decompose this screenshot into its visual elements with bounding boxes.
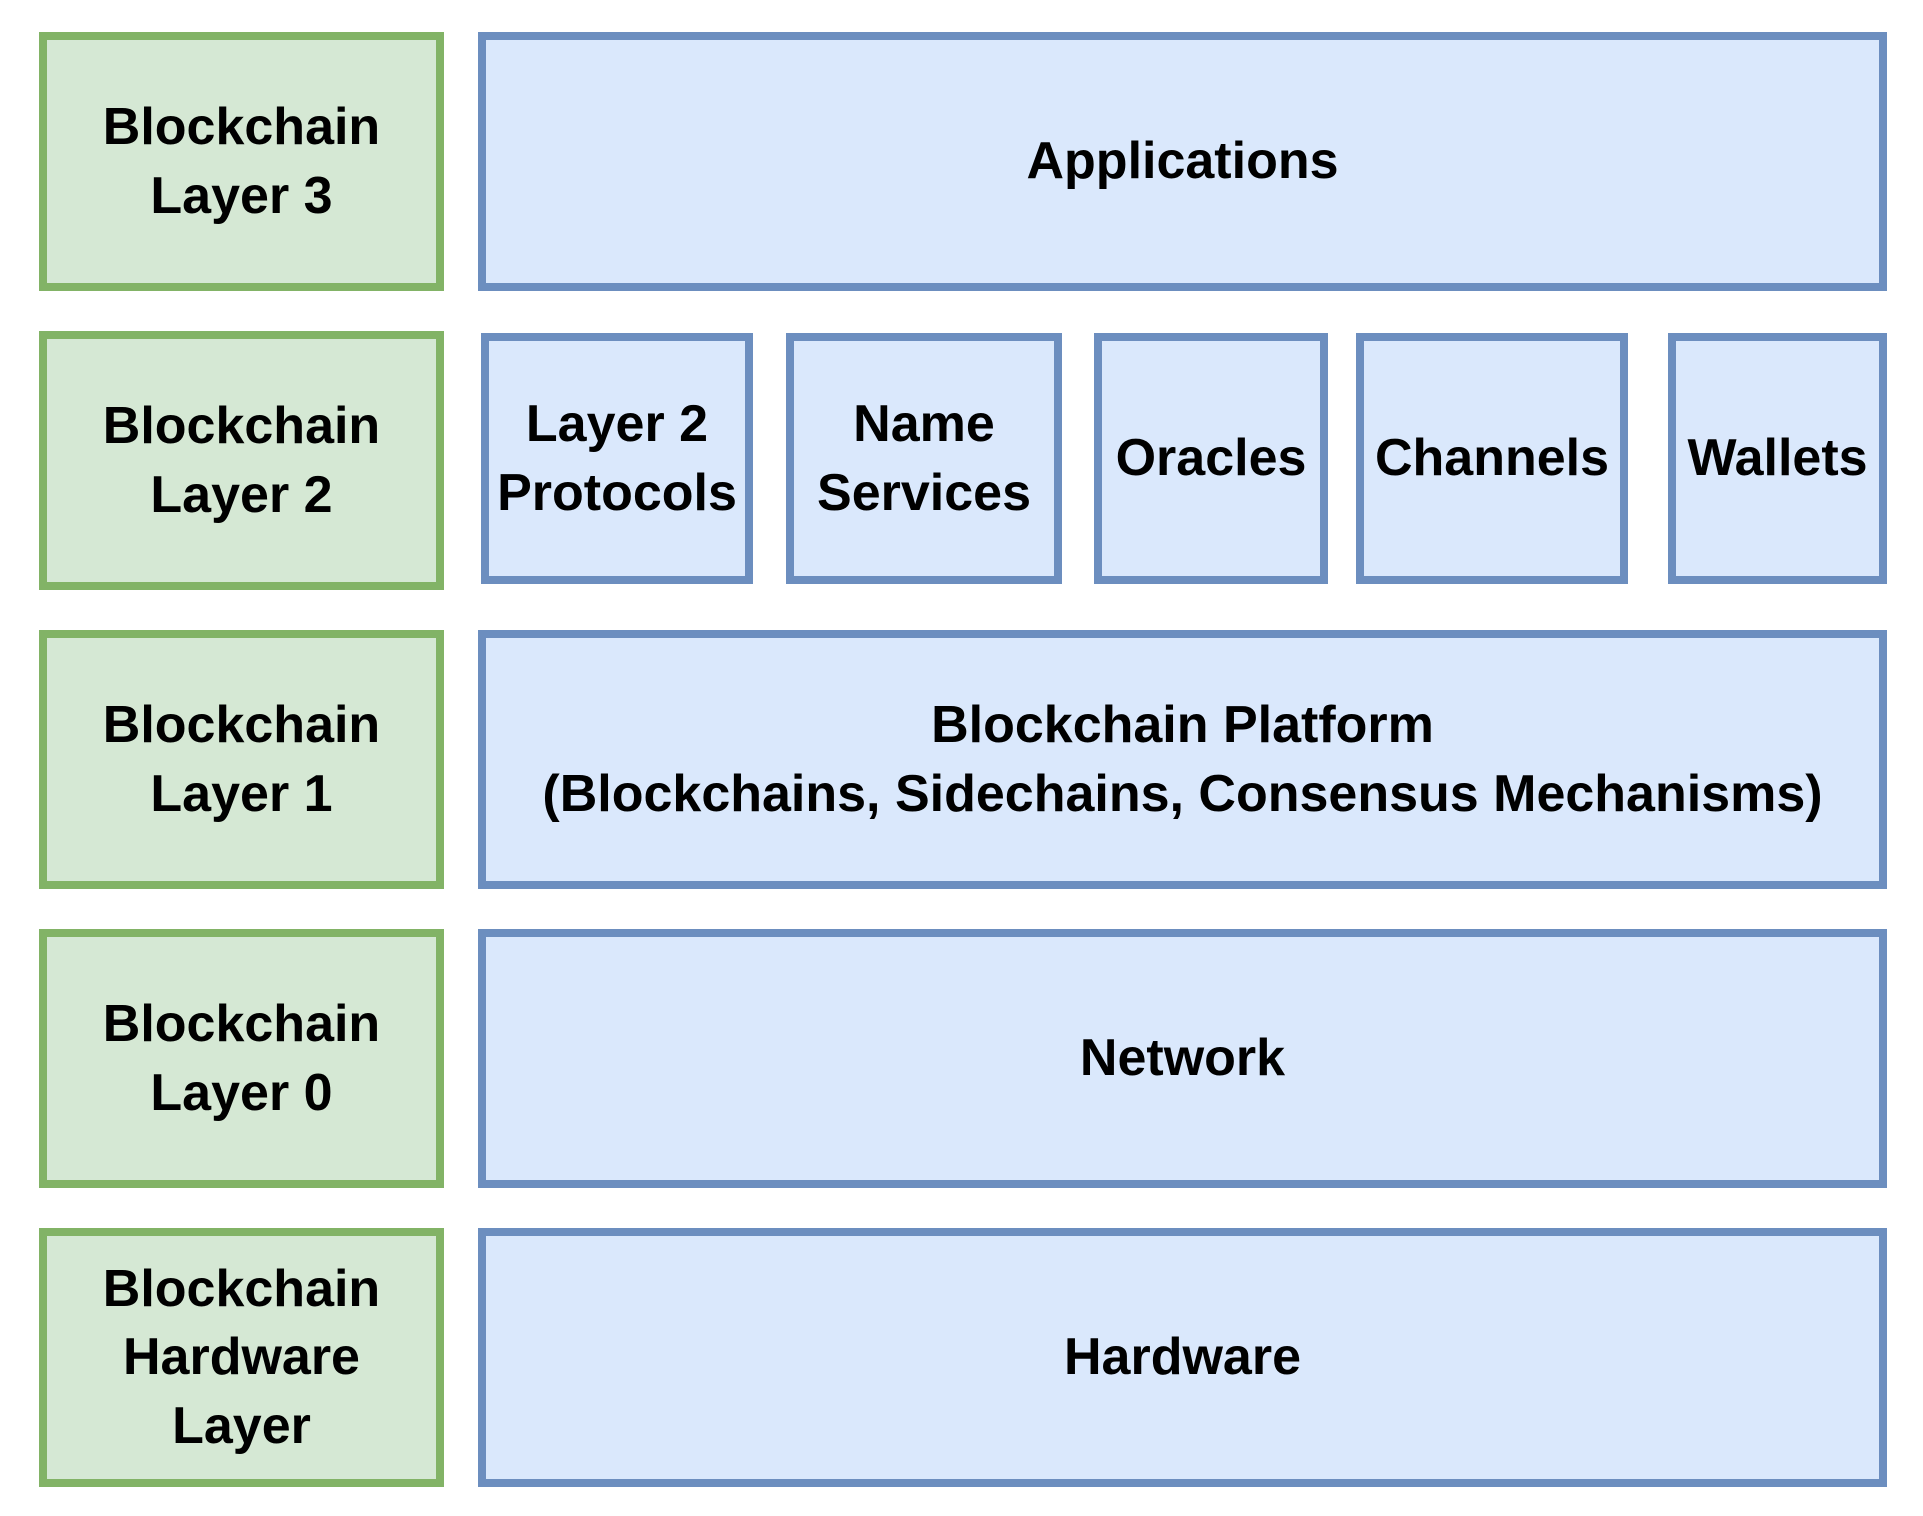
name-services-label: Name Services — [817, 394, 1031, 522]
channels-label: Channels — [1374, 429, 1610, 488]
hardware-layer-label: Blockchain Hardware Layer — [102, 1259, 381, 1455]
applications-label: Applications — [1026, 132, 1339, 191]
layer0-label: Blockchain Layer 0 — [102, 994, 381, 1122]
channels-box: Channels — [1356, 333, 1628, 584]
network-label: Network — [1079, 1029, 1286, 1088]
applications-box: Applications — [478, 32, 1887, 291]
layer2-protocols-box: Layer 2 Protocols — [481, 333, 753, 584]
hardware-layer-label-box: Blockchain Hardware Layer — [39, 1228, 444, 1487]
layer0-label-box: Blockchain Layer 0 — [39, 929, 444, 1188]
hardware-label: Hardware — [1064, 1328, 1301, 1387]
blockchain-platform-box: Blockchain Platform (Blockchains, Sidech… — [478, 630, 1887, 889]
layer2-label-box: Blockchain Layer 2 — [39, 331, 444, 590]
blockchain-platform-label: Blockchain Platform (Blockchains, Sidech… — [542, 695, 1823, 823]
network-box: Network — [478, 929, 1887, 1188]
layer1-label: Blockchain Layer 1 — [102, 695, 381, 823]
layer1-label-box: Blockchain Layer 1 — [39, 630, 444, 889]
layer2-protocols-label: Layer 2 Protocols — [497, 394, 737, 522]
layer3-label-box: Blockchain Layer 3 — [39, 32, 444, 291]
name-services-box: Name Services — [786, 333, 1062, 584]
hardware-box: Hardware — [478, 1228, 1887, 1487]
layer2-label: Blockchain Layer 2 — [102, 396, 381, 524]
layer3-label: Blockchain Layer 3 — [102, 97, 381, 225]
wallets-label: Wallets — [1687, 429, 1868, 488]
oracles-label: Oracles — [1115, 429, 1307, 488]
oracles-box: Oracles — [1094, 333, 1328, 584]
wallets-box: Wallets — [1668, 333, 1887, 584]
